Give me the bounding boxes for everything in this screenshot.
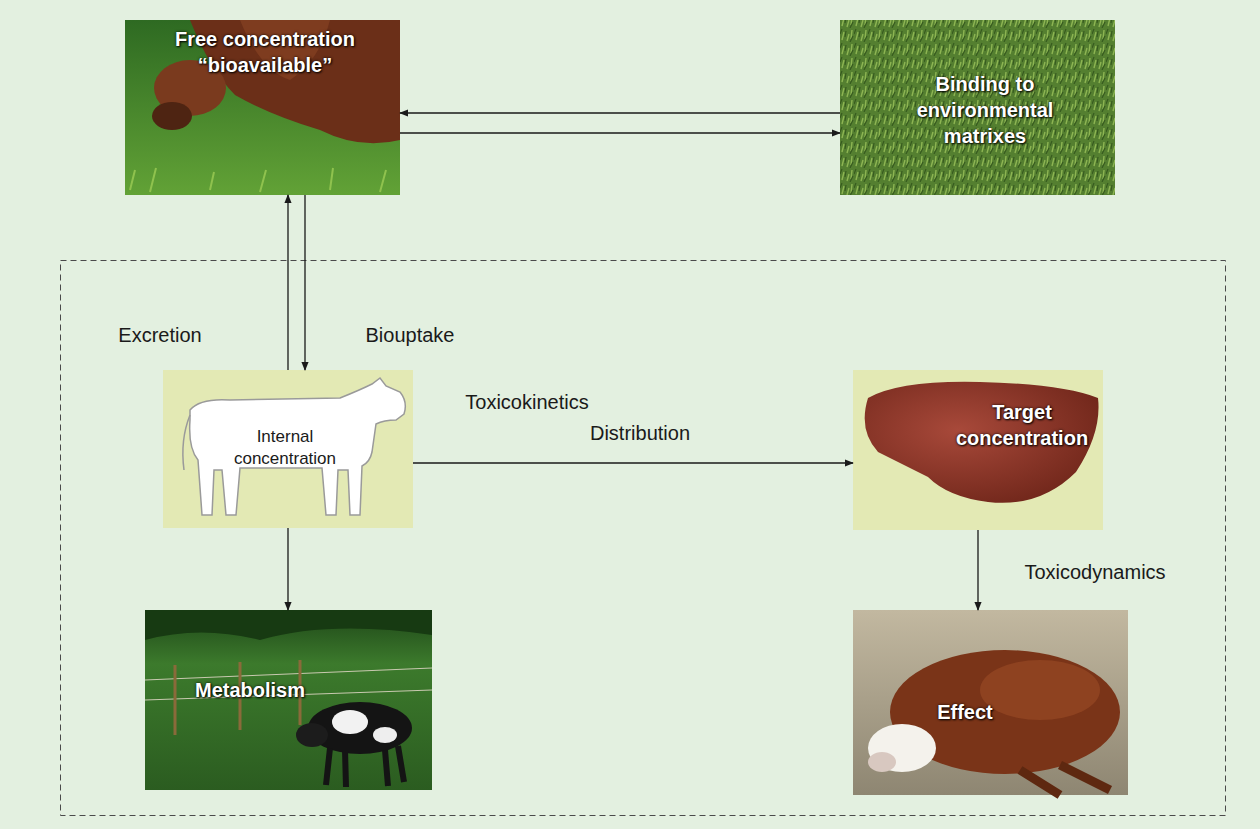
photo-box: Free concentration “bioavailable” [125, 20, 400, 195]
node-label: Metabolism [195, 677, 305, 703]
cow-outline-panel [163, 370, 413, 528]
edge-label: Distribution [587, 422, 693, 445]
fallen-cow-photo [853, 610, 1128, 795]
node-label: Internal concentration [220, 426, 350, 470]
flow-arrow [304, 195, 305, 370]
node-label: Free concentration “bioavailable” [165, 26, 365, 78]
grazing-cow-photo [125, 20, 400, 195]
flow-arrow [400, 132, 840, 133]
section-label: Toxicokinetics [462, 391, 591, 414]
flow-arrow [413, 462, 853, 463]
photo-box: Binding to environmental matrixes [840, 20, 1115, 195]
node-label: Binding to environmental matrixes [910, 71, 1060, 149]
picture-box: Internal concentration [163, 370, 413, 528]
photo-box: Metabolism [145, 610, 432, 790]
photo-box: Effect [853, 610, 1128, 795]
edge-label: Biouptake [363, 324, 458, 347]
picture-box: Target concentration [853, 370, 1103, 530]
flow-arrow [400, 112, 840, 113]
edge-label: Toxicodynamics [1021, 561, 1168, 584]
edge-label: Excretion [115, 324, 204, 347]
node-label: Effect [937, 699, 993, 725]
region-outline [61, 261, 1226, 816]
turf-photo [840, 20, 1115, 195]
field-cow-photo [145, 610, 432, 790]
node-label: Target concentration [947, 399, 1097, 451]
flow-arrow [977, 530, 978, 610]
flow-arrow [287, 195, 288, 370]
liver-panel [853, 370, 1103, 530]
flow-arrow [287, 528, 288, 610]
